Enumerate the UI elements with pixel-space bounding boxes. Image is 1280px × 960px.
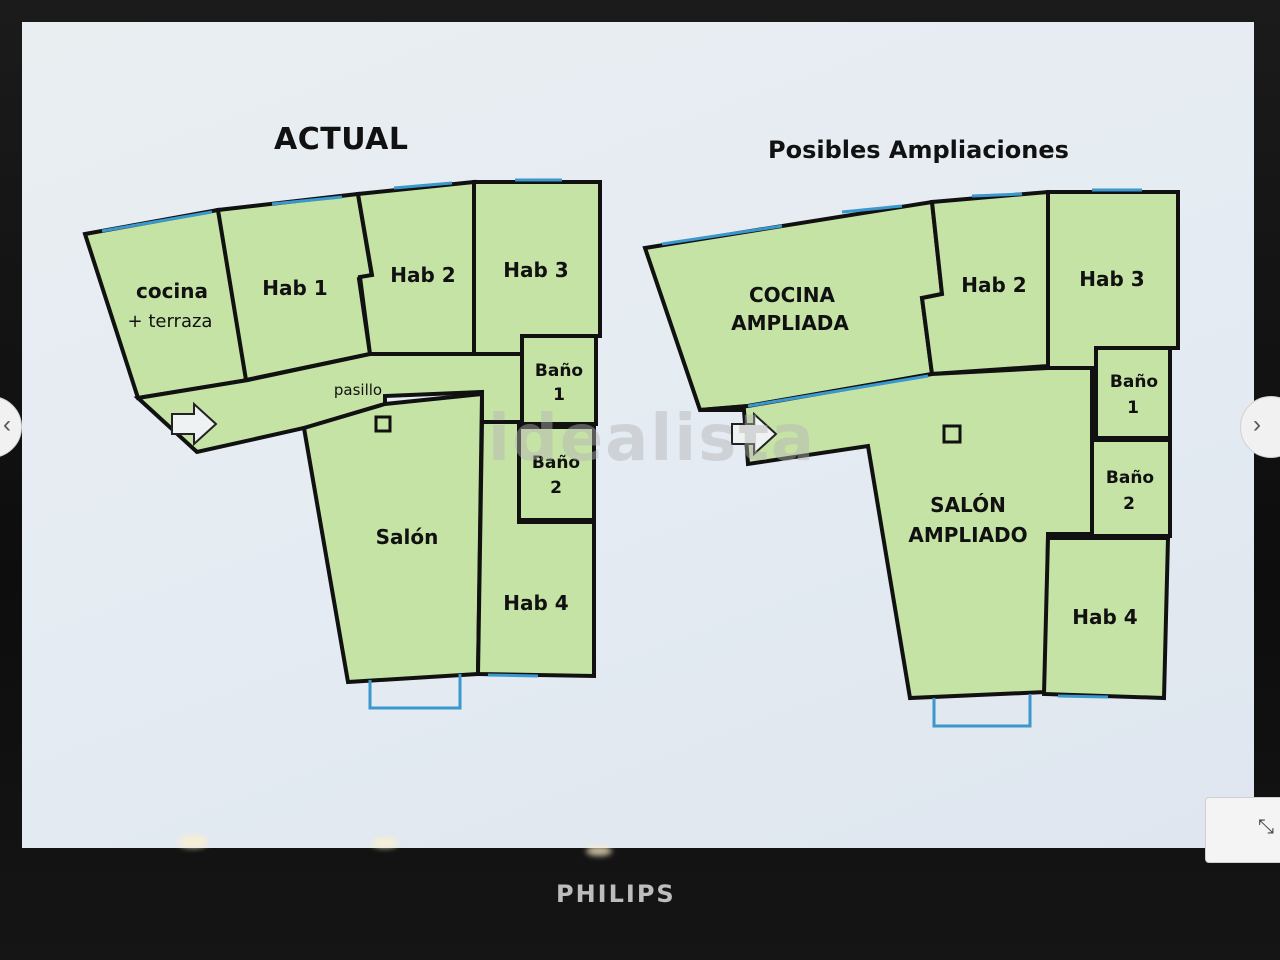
label-cocina-terraza: + terraza [128,311,213,332]
window [841,204,903,214]
label-hab2-ext: Hab 2 [961,273,1026,297]
label-bano1-ext-num: 1 [1127,398,1139,418]
light-reflection [372,838,398,848]
prev-button[interactable]: ‹ [0,396,22,458]
title-possible-extensions: Posibles Ampliaciones [768,136,1069,164]
label-salon: Salón [376,525,439,549]
label-hab2: Hab 2 [390,263,455,287]
label-salon-ampliado-2: AMPLIADO [908,523,1027,547]
column [374,415,392,433]
chevron-left-icon: ‹ [3,411,11,438]
label-cocina-ampliada-1: COCINA [749,283,836,307]
room-hab4 [475,420,596,679]
label-cocina: cocina [136,279,208,303]
bay-window-salon [368,674,462,710]
light-reflection [178,836,208,848]
title-actual: ACTUAL [274,122,409,157]
monitor-brand-logo: PHILIPS [556,880,676,908]
plan-extended [642,189,1180,701]
entrance-arrow-ext-icon [731,411,778,457]
room-bano1 [520,334,598,426]
windows-actual [101,178,562,710]
room-bano1-ext [1094,346,1172,440]
window [393,181,453,190]
chevron-right-icon: › [1253,411,1261,438]
room-salon-ampliado [699,366,1094,701]
label-bano2-ext-num: 2 [1123,494,1135,514]
watermark: idealista [488,402,817,476]
window [661,224,783,246]
label-salon-ampliado-1: SALÓN [930,493,1006,517]
plan-actual [82,179,602,685]
entrance-arrow-icon [171,401,218,447]
label-bano2-num: 2 [550,478,562,498]
window [101,210,213,233]
room-bano2-ext [1090,438,1172,538]
label-bano2-ext: Baño [1106,468,1154,488]
screen: ACTUAL Posibles Ampliaciones [22,22,1254,848]
windows-extended [661,188,1142,728]
label-pasillo: pasillo [334,381,382,399]
label-cocina-ampliada-2: AMPLIADA [731,311,849,335]
window [271,195,343,206]
expand-button[interactable]: ⤡ [1205,797,1280,863]
label-hab1: Hab 1 [262,276,327,300]
expand-arrows-icon: ⤡ [1258,816,1274,838]
label-bano1: Baño [535,361,583,381]
label-hab3: Hab 3 [503,258,568,282]
label-bano1-ext: Baño [1110,372,1158,392]
label-hab3-ext: Hab 3 [1079,267,1144,291]
window [487,673,539,678]
window [1057,694,1109,699]
floor-plans: cocina + terraza Hab 1 Hab 2 Hab 3 pasil… [82,178,1180,728]
light-reflection [586,846,612,856]
window-cocina-salon [747,374,929,408]
label-hab4-ext: Hab 4 [1072,605,1137,629]
window [971,192,1023,198]
label-bano2: Baño [532,453,580,473]
column-ext [942,424,962,444]
bay-window-salon-ext [932,694,1032,728]
label-bano1-num: 1 [553,385,565,405]
room-hab4-ext [1041,536,1171,701]
label-hab4: Hab 4 [503,591,568,615]
